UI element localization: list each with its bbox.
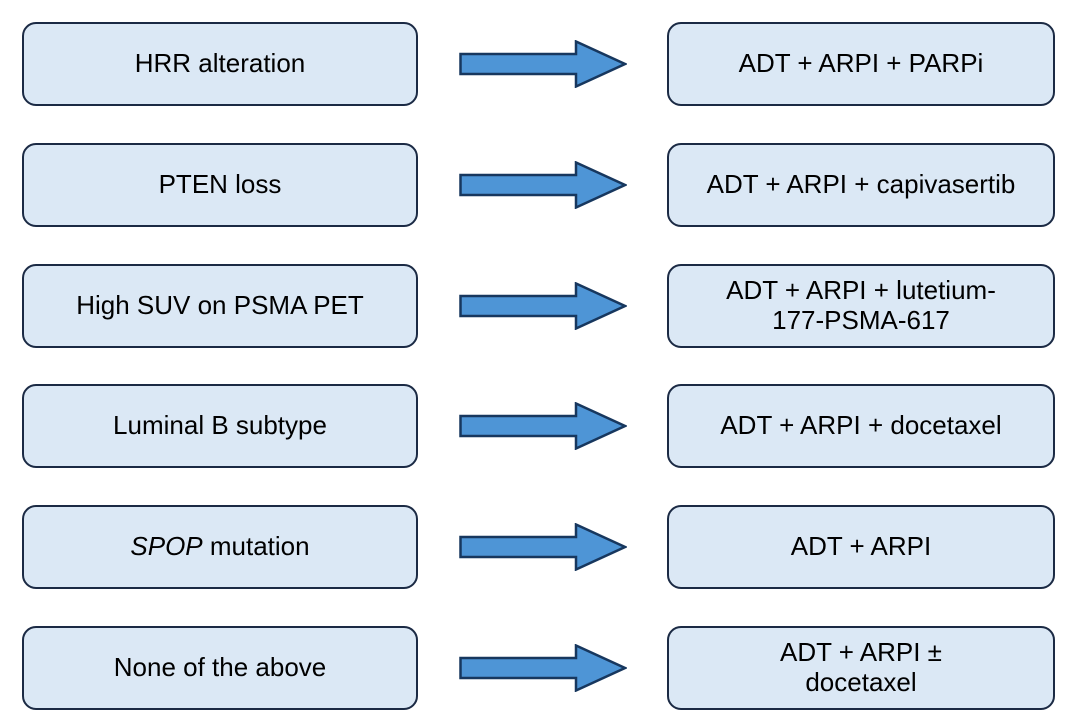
treatment-box: ADT + ARPI ±docetaxel bbox=[667, 625, 1055, 710]
condition-box: PTEN loss bbox=[22, 142, 418, 227]
treatment-text-line: ADT + ARPI + PARPi bbox=[738, 48, 984, 79]
treatment-text-line: ADT + ARPI + lutetium- bbox=[726, 274, 996, 305]
condition-text-part: Luminal B subtype bbox=[113, 410, 327, 441]
algorithm-row: PTEN loss ADT + ARPI + capivasertib bbox=[22, 142, 1055, 227]
condition-label: Luminal B subtype bbox=[113, 410, 327, 441]
treatment-box: ADT + ARPI + docetaxel bbox=[667, 384, 1055, 469]
treatment-box: ADT + ARPI + lutetium-177-PSMA-617 bbox=[667, 263, 1055, 348]
treatment-box: ADT + ARPI + capivasertib bbox=[667, 142, 1055, 227]
treatment-label: ADT + ARPI ±docetaxel bbox=[780, 637, 942, 698]
condition-label: None of the above bbox=[113, 652, 327, 683]
treatment-label: ADT + ARPI + PARPi bbox=[738, 48, 984, 79]
condition-text-part: PTEN loss bbox=[158, 168, 282, 199]
condition-label: HRR alteration bbox=[134, 48, 306, 79]
treatment-text-line: ADT + ARPI ± bbox=[780, 637, 942, 668]
condition-box: SPOP mutation bbox=[22, 505, 418, 590]
condition-box: HRR alteration bbox=[22, 22, 418, 106]
algorithm-row: None of the above ADT + ARPI ±docetaxel bbox=[22, 625, 1055, 710]
algorithm-row: SPOP mutation ADT + ARPI bbox=[22, 505, 1055, 590]
treatment-label: ADT + ARPI + lutetium-177-PSMA-617 bbox=[726, 274, 996, 336]
treatment-label: ADT + ARPI bbox=[790, 531, 932, 562]
treatment-label: ADT + ARPI + docetaxel bbox=[720, 411, 1001, 441]
right-arrow-icon bbox=[458, 40, 627, 88]
algorithm-row: High SUV on PSMA PET ADT + ARPI + luteti… bbox=[22, 263, 1055, 348]
algorithm-row: Luminal B subtype ADT + ARPI + docetaxel bbox=[22, 384, 1055, 469]
right-arrow-icon bbox=[458, 160, 627, 209]
arrow-zone bbox=[418, 402, 667, 451]
condition-text-part: SPOP bbox=[130, 531, 203, 562]
arrow-zone bbox=[418, 160, 667, 209]
right-arrow-icon bbox=[458, 281, 627, 330]
condition-box: Luminal B subtype bbox=[22, 384, 418, 469]
treatment-label: ADT + ARPI + capivasertib bbox=[706, 168, 1016, 200]
condition-label: PTEN loss bbox=[158, 168, 282, 200]
condition-label: SPOP mutation bbox=[130, 531, 310, 562]
treatment-box: ADT + ARPI + PARPi bbox=[667, 22, 1055, 106]
arrow-zone bbox=[418, 281, 667, 330]
treatment-box: ADT + ARPI bbox=[667, 505, 1055, 590]
right-arrow-icon bbox=[458, 523, 627, 572]
arrow-zone bbox=[418, 40, 667, 88]
right-arrow-icon bbox=[458, 402, 627, 451]
right-arrow-icon bbox=[458, 643, 627, 692]
arrow-zone bbox=[418, 523, 667, 572]
condition-text-part: None of the above bbox=[113, 652, 327, 683]
condition-box: None of the above bbox=[22, 625, 418, 710]
treatment-text-line: ADT + ARPI bbox=[790, 531, 932, 562]
condition-text-part: HRR alteration bbox=[134, 48, 306, 79]
condition-box: High SUV on PSMA PET bbox=[22, 263, 418, 348]
arrow-zone bbox=[418, 643, 667, 692]
treatment-text-line: docetaxel bbox=[805, 666, 917, 697]
condition-label: High SUV on PSMA PET bbox=[76, 289, 364, 321]
condition-text-part: High SUV on PSMA PET bbox=[76, 289, 364, 320]
treatment-text-line: ADT + ARPI + capivasertib bbox=[706, 168, 1016, 199]
condition-text-part: mutation bbox=[202, 531, 310, 562]
treatment-text-line: ADT + ARPI + docetaxel bbox=[720, 410, 1002, 441]
algorithm-row: HRR alteration ADT + ARPI + PARPi bbox=[22, 22, 1055, 106]
treatment-text-line: 177-PSMA-617 bbox=[772, 304, 950, 335]
